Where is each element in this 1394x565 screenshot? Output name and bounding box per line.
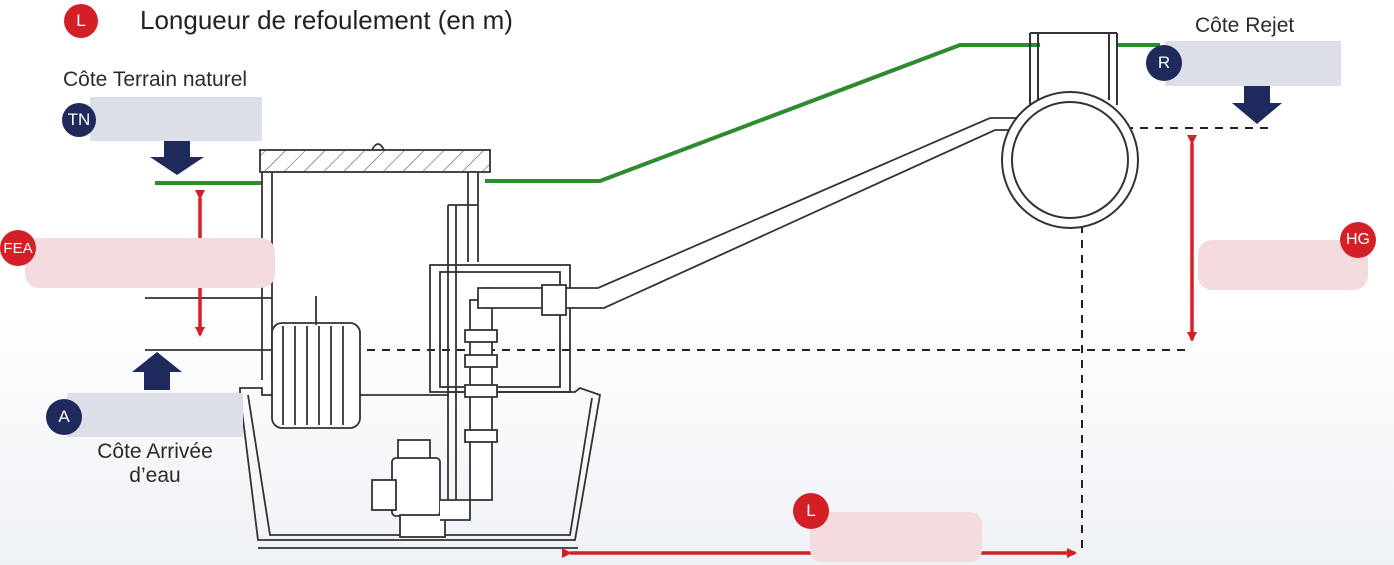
badge-r: R [1146,45,1182,81]
inlet-pipe [145,297,272,351]
basket [271,296,361,429]
pump [371,299,498,538]
label-arrivee: Côte Arrivée d’eau [70,440,240,488]
fea-field[interactable] [25,238,275,288]
reject-manhole [1001,32,1139,229]
a-field[interactable] [67,393,243,437]
label-terrain-naturel: Côte Terrain naturel [63,68,248,91]
ground-line-right [485,43,1040,183]
badge-l: L [793,493,829,529]
label-rejet: Côte Rejet [1195,14,1295,37]
title-badge: L [64,4,98,38]
badge-fea: FEA [0,230,36,266]
discharge-pipe [477,117,1046,316]
badge-a: A [46,399,82,435]
badge-hg: HG [1340,222,1376,258]
r-down-arrow [1232,84,1282,124]
badge-tn: TN [62,103,96,137]
level-markers [132,84,1282,390]
hg-field[interactable] [1198,240,1368,290]
label-arrivee-line1: Côte Arrivée [97,440,213,463]
page-title: Longueur de refoulement (en m) [140,5,513,35]
tn-field[interactable] [90,97,262,141]
l-field[interactable] [810,512,982,562]
label-arrivee-line2: d’eau [129,464,181,487]
tn-down-arrow [150,140,204,175]
r-field[interactable] [1165,41,1341,86]
a-up-arrow [132,352,182,390]
